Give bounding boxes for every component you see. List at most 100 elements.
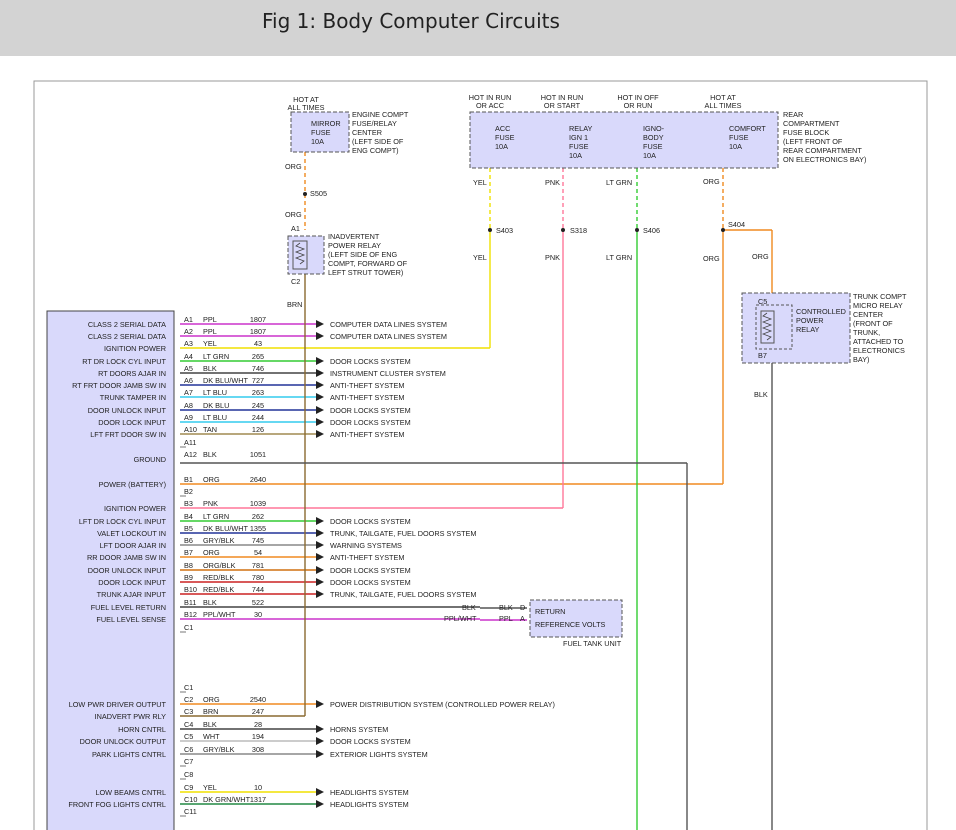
row-pin-label: B3: [184, 499, 193, 508]
inad-relay-loc-5: LEFT STRUT TOWER): [328, 268, 403, 277]
row-pin-label: C11: [184, 807, 197, 816]
row-circuit-number: 1317: [250, 795, 266, 804]
hot-off-run-b: OR RUN: [624, 101, 653, 110]
wl-s403: S403: [496, 226, 513, 235]
table-row: C1: [180, 623, 193, 633]
row-circuit-number: 54: [254, 548, 262, 557]
row-wire-color: PPL: [203, 327, 217, 336]
arrow-icon: [316, 393, 324, 401]
row-pin-label: C2: [184, 695, 193, 704]
rear-block-loc-1: REAR: [783, 110, 803, 119]
arrow-icon: [316, 700, 324, 708]
inadvertent-power-relay: INADVERTENT POWER RELAY (LEFT SIDE OF EN…: [287, 232, 408, 277]
wl-c5: C5: [758, 297, 767, 306]
wl-yel2: YEL: [473, 253, 487, 262]
relay-fuse-3: FUSE: [569, 142, 589, 151]
row-function-label: CLASS 2 SERIAL DATA: [88, 320, 166, 329]
row-circuit-number: 194: [252, 732, 264, 741]
row-function-label: RR DOOR JAMB SW IN: [87, 553, 166, 562]
row-pin-label: A2: [184, 327, 193, 336]
row-pin-label: B1: [184, 475, 193, 484]
row-wire-color: GRY/BLK: [203, 536, 235, 545]
row-circuit-number: 10: [254, 783, 262, 792]
trunk-relay-loc-3: CENTER: [853, 310, 883, 319]
row-function-label: RT DOORS AJAR IN: [98, 369, 166, 378]
arrow-icon: [316, 578, 324, 586]
row-pin-label: B10: [184, 585, 197, 594]
row-pin-label: C5: [184, 732, 193, 741]
row-wire-color: RED/BLK: [203, 573, 234, 582]
row-destination: HORNS SYSTEM: [330, 725, 388, 734]
row-destination: HEADLIGHTS SYSTEM: [330, 788, 409, 797]
row-destination: WARNING SYSTEMS: [330, 541, 402, 550]
hot-at-all-times-label-1a: HOT AT: [293, 95, 319, 104]
splice-dot: [721, 228, 725, 232]
wl-s404: S404: [728, 220, 745, 229]
controlled-power-relay: CONTROLLED POWER RELAY TRUNK COMPT MICRO…: [741, 292, 907, 364]
row-function-label: LFT DR LOCK CYL INPUT: [79, 517, 167, 526]
row-circuit-number: 744: [252, 585, 264, 594]
fuel-unit-label: FUEL TANK UNIT: [563, 639, 622, 648]
row-destination: DOOR LOCKS SYSTEM: [330, 566, 411, 575]
row-pin-label: A8: [184, 401, 193, 410]
row-destination: INSTRUMENT CLUSTER SYSTEM: [330, 369, 446, 378]
wl-a1: A1: [291, 224, 300, 233]
hot-off-run-a: HOT IN OFF: [617, 93, 659, 102]
row-wire-color: BLK: [203, 450, 217, 459]
arrow-icon: [316, 590, 324, 598]
row-circuit-number: 522: [252, 598, 264, 607]
fuel-ppl-in: PPL/WHT: [444, 614, 477, 623]
mirror-fuse-loc-3: CENTER: [352, 128, 382, 137]
row-wire-color: GRY/BLK: [203, 745, 235, 754]
wl-s406: S406: [643, 226, 660, 235]
inad-relay-loc-4: COMPT, FORWARD OF: [328, 259, 408, 268]
fuel-ref-label: REFERENCE VOLTS: [535, 620, 606, 629]
row-circuit-number: 262: [252, 512, 264, 521]
trunk-relay-loc-1: TRUNK COMPT: [853, 292, 907, 301]
row-destination: EXTERIOR LIGHTS SYSTEM: [330, 750, 428, 759]
rear-block-loc-6: ON ELECTRONICS BAY): [783, 155, 866, 164]
arrow-icon: [316, 541, 324, 549]
fuel-pin-d: D: [520, 603, 525, 612]
wl-s318: S318: [570, 226, 587, 235]
fuel-pin-a: A: [520, 614, 525, 623]
row-circuit-number: 1355: [250, 524, 266, 533]
hot-run-acc-a: HOT IN RUN: [469, 93, 511, 102]
wl-yel1: YEL: [473, 178, 487, 187]
row-function-label: CLASS 2 SERIAL DATA: [88, 332, 166, 341]
splice-dot: [488, 228, 492, 232]
row-wire-color: ORG: [203, 695, 220, 704]
mirror-fuse-label-1: MIRROR: [311, 119, 341, 128]
row-function-label: FRONT FOG LIGHTS CNTRL: [68, 800, 166, 809]
acc-fuse-2: FUSE: [495, 133, 515, 142]
splice-dot: [635, 228, 639, 232]
row-pin-label: C3: [184, 707, 193, 716]
row-pin-label: C7: [184, 757, 193, 766]
igno-fuse-3: FUSE: [643, 142, 663, 151]
row-function-label: DOOR LOCK INPUT: [98, 578, 166, 587]
mirror-fuse-loc-2: FUSE/RELAY: [352, 119, 397, 128]
row-pin-label: B6: [184, 536, 193, 545]
rear-block-loc-3: FUSE BLOCK: [783, 128, 829, 137]
comfort-fuse-2: FUSE: [729, 133, 749, 142]
row-destination: DOOR LOCKS SYSTEM: [330, 418, 411, 427]
diagram-frame: [33, 80, 928, 830]
row-wire-color: ORG: [203, 475, 220, 484]
inad-relay-loc-1: INADVERTENT: [328, 232, 380, 241]
row-circuit-number: 308: [252, 745, 264, 754]
row-pin-label: A10: [184, 425, 197, 434]
row-destination: ANTI-THEFT SYSTEM: [330, 381, 404, 390]
arrow-icon: [316, 357, 324, 365]
row-pin-label: A7: [184, 388, 193, 397]
row-circuit-number: 1051: [250, 450, 266, 459]
igno-fuse-2: BODY: [643, 133, 664, 142]
rear-block-loc-4: (LEFT FRONT OF: [783, 137, 843, 146]
row-wire-color: BLK: [203, 720, 217, 729]
